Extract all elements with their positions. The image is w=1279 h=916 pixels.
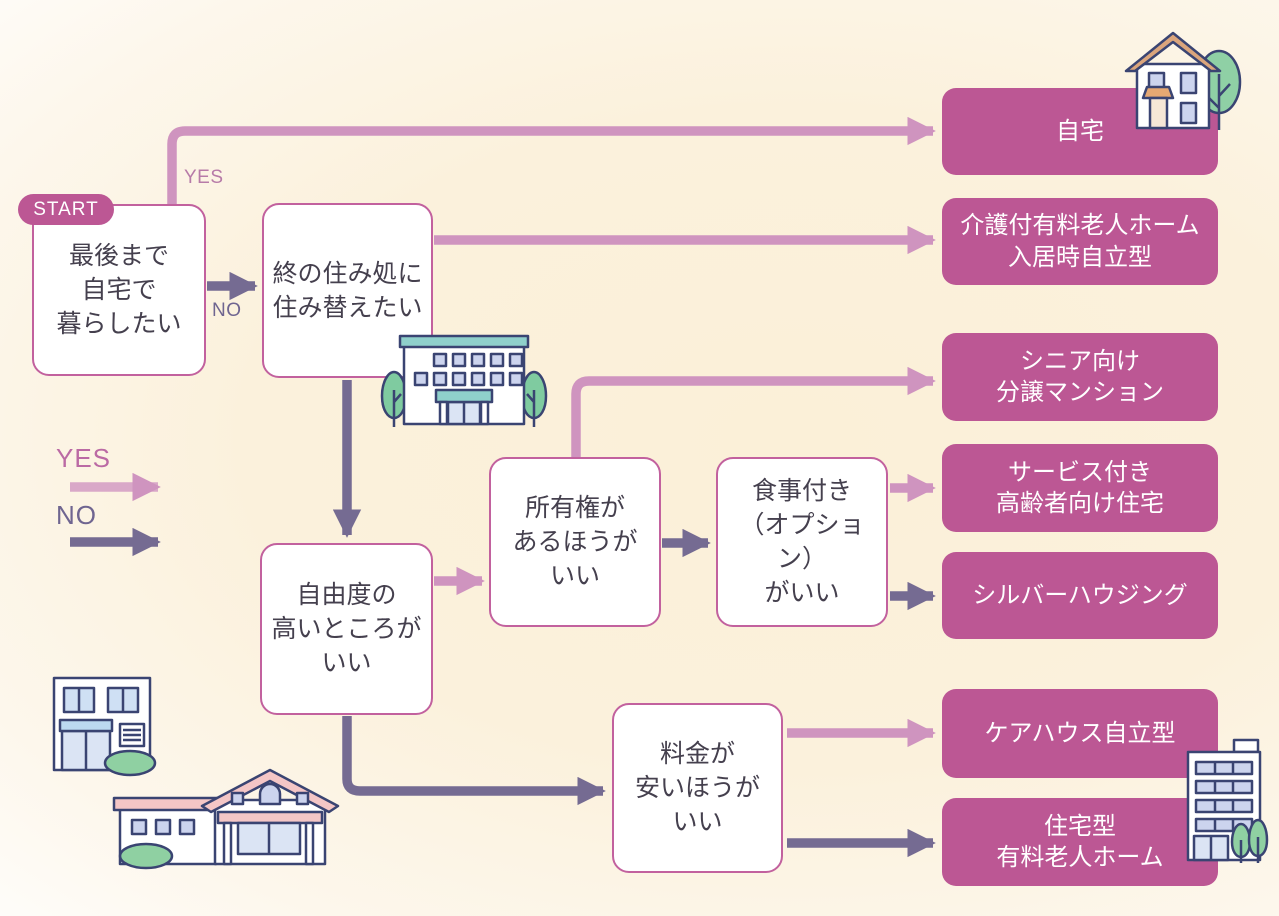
result-jutaku-home: 住宅型 有料老人ホーム	[942, 798, 1218, 886]
decision-q1: 最後まで 自宅で 暮らしたい	[32, 204, 206, 376]
large-house-icon	[112, 768, 340, 870]
decision-q4: 所有権が あるほうが いい	[489, 457, 661, 627]
result-senior-mansion: シニア向け 分譲マンション	[942, 333, 1218, 421]
start-badge: START	[18, 194, 114, 225]
result-service-housing: サービス付き 高齢者向け住宅	[942, 444, 1218, 532]
school-building-icon	[380, 334, 548, 427]
shop-building-icon	[52, 676, 157, 777]
legend-no-label: NO	[56, 500, 97, 530]
edge-q1-yes	[167, 116, 936, 206]
start-yes-label: YES	[184, 167, 224, 188]
result-care-house: ケアハウス自立型	[942, 689, 1218, 778]
edge-q3-no	[342, 716, 606, 806]
result-silver-housing: シルバーハウジング	[942, 552, 1218, 639]
legend-yes-label: YES	[56, 443, 112, 473]
result-kaigo-home: 介護付有料老人ホーム 入居時自立型	[942, 198, 1218, 285]
decision-q5: 食事付き （オプション） がいい	[716, 457, 888, 627]
edge-q4-yes	[571, 366, 936, 458]
start-no-label: NO	[212, 300, 242, 321]
decision-q6: 料金が 安いほうが いい	[612, 703, 783, 873]
house-icon	[1124, 31, 1242, 130]
decision-q3: 自由度の 高いところが いい	[260, 543, 433, 715]
tower-building-icon	[1186, 738, 1269, 863]
